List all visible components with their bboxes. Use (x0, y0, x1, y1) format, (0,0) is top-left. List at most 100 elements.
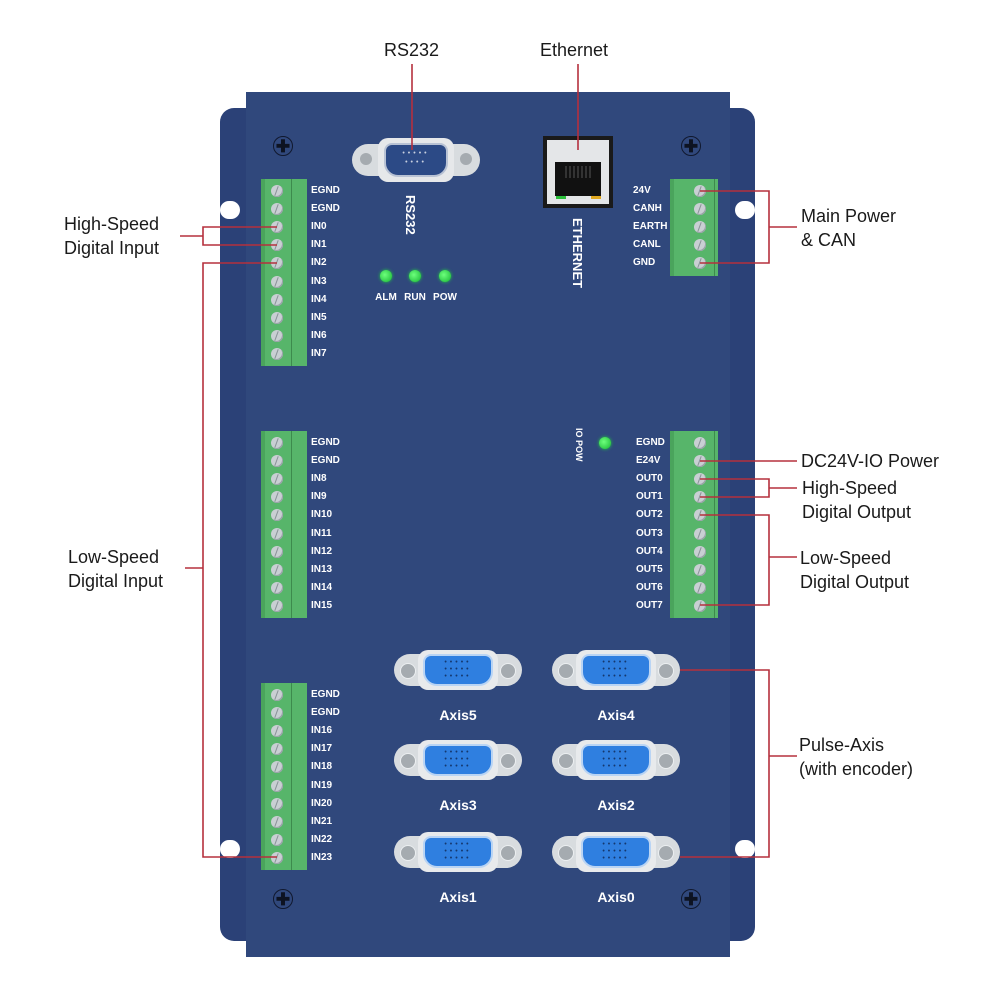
ethernet-port[interactable] (543, 136, 613, 208)
terminal-pin-label: EGND (311, 455, 340, 467)
terminal-screw-icon[interactable] (694, 527, 706, 540)
terminal-pin-label: IN13 (311, 563, 333, 575)
callout-line-1: Low-Speed (800, 548, 892, 568)
terminal-pin-label: IN12 (311, 545, 333, 557)
pow-led (439, 270, 451, 282)
terminal-pin-label: EGND (311, 203, 340, 215)
callout-line-2: Digital Output (802, 502, 912, 522)
terminal-screw-icon[interactable] (271, 815, 283, 828)
ethernet-callout: Ethernet (540, 40, 609, 60)
terminal-screw-icon[interactable] (694, 185, 706, 198)
terminal-screw-icon[interactable] (694, 599, 706, 612)
terminal-pin-label: IN8 (311, 473, 327, 485)
mounting-slot (220, 201, 240, 219)
terminal-pin-label: CANH (633, 203, 662, 215)
terminal-screw-icon[interactable] (271, 779, 283, 792)
alm-led (380, 270, 392, 282)
screw-hole (558, 753, 574, 769)
terminal-screw-icon[interactable] (271, 329, 283, 342)
run-led-label: RUN (404, 292, 426, 303)
low-speed-output-callout: Low-Speed Digital Output (800, 546, 909, 594)
terminal-pin-label: IN21 (311, 815, 333, 827)
terminal-pin-label: IN16 (311, 725, 333, 737)
terminal-divider (714, 179, 715, 276)
terminal-screw-icon[interactable] (271, 851, 283, 864)
callout-line-2: & CAN (801, 230, 857, 250)
terminal-screw-icon[interactable] (271, 833, 283, 846)
terminal-screw-icon[interactable] (694, 581, 706, 594)
terminal-pin-label: IN11 (311, 527, 332, 539)
connector-pins: ••••••••••••••• (602, 659, 630, 680)
axis-connector-axis1[interactable]: ••••••••••••••• (394, 832, 522, 872)
screw-hole (360, 153, 372, 165)
screw-icon: ✚ (681, 889, 701, 909)
terminal-screw-icon[interactable] (271, 599, 283, 612)
callout-line-1: High-Speed (802, 478, 898, 498)
ethernet-socket (555, 162, 601, 196)
terminal-screw-icon[interactable] (271, 797, 283, 810)
connector-pins: ••••••••••••••• (444, 749, 472, 770)
terminal-screw-icon[interactable] (271, 311, 283, 324)
pow-led-label: POW (433, 292, 457, 303)
controller-body (246, 92, 730, 957)
callout-line-2: Digital Input (68, 571, 164, 591)
terminal-screw-icon[interactable] (271, 185, 283, 198)
callout-line-1: Main Power (801, 206, 897, 226)
terminal-divider (291, 179, 292, 366)
terminal-pin-label: OUT6 (636, 581, 663, 593)
terminal-pin-label: EGND (311, 707, 340, 719)
terminal-pin-label: IN23 (311, 851, 333, 863)
connector-face (581, 744, 651, 776)
callout-line-1: High-Speed (64, 214, 160, 234)
terminal-block-body (261, 683, 307, 870)
terminal-screw-icon[interactable] (271, 545, 283, 558)
axis-connector-axis3[interactable]: ••••••••••••••• (394, 740, 522, 780)
terminal-pin-label: IN7 (311, 347, 327, 359)
low-speed-input-callout: Low-Speed Digital Input (68, 545, 163, 593)
terminal-screw-icon[interactable] (271, 563, 283, 576)
axis-label: Axis0 (597, 889, 635, 905)
terminal-screw-icon[interactable] (271, 527, 283, 540)
axis-connector-axis5[interactable]: ••••••••••••••• (394, 650, 522, 690)
connector-pins: ••••••••••••••• (444, 659, 472, 680)
terminal-screw-icon[interactable] (271, 689, 283, 702)
terminal-screw-icon[interactable] (271, 203, 283, 216)
mounting-slot (735, 201, 755, 219)
terminal-pin-label: IN15 (311, 599, 333, 611)
ethernet-activity-led (591, 196, 601, 199)
terminal-pin-label: IN0 (311, 221, 327, 233)
terminal-pin-label: OUT3 (636, 527, 663, 539)
io-pow-led (599, 437, 611, 449)
terminal-screw-icon[interactable] (271, 347, 283, 360)
axis-connector-axis4[interactable]: ••••••••••••••• (552, 650, 680, 690)
rs232-connector[interactable]: ••••••••• (352, 138, 480, 182)
terminal-screw-icon[interactable] (694, 563, 706, 576)
terminal-pin-label: EGND (636, 437, 665, 449)
axis-connector-axis0[interactable]: ••••••••••••••• (552, 832, 680, 872)
terminal-screw-icon[interactable] (271, 293, 283, 306)
terminal-block-body (261, 431, 307, 618)
connector-face (581, 836, 651, 868)
terminal-pin-label: OUT1 (636, 491, 663, 503)
connector-face (423, 744, 493, 776)
axis-label: Axis2 (597, 797, 635, 813)
high-speed-input-callout: High-Speed Digital Input (64, 212, 159, 260)
screw-hole (500, 845, 516, 861)
screw-hole (658, 663, 674, 679)
screw-hole (658, 753, 674, 769)
terminal-pin-label: IN1 (311, 239, 327, 251)
terminal-screw-icon[interactable] (694, 545, 706, 558)
high-speed-output-callout: High-Speed Digital Output (802, 476, 911, 524)
axis-connector-axis2[interactable]: ••••••••••••••• (552, 740, 680, 780)
terminal-screw-icon[interactable] (271, 437, 283, 450)
main-power-can-callout: Main Power & CAN (801, 204, 896, 252)
screw-hole (500, 663, 516, 679)
terminal-screw-icon[interactable] (694, 437, 706, 450)
ethernet-port-label: ETHERNET (570, 218, 585, 289)
terminal-screw-icon[interactable] (271, 275, 283, 288)
run-led (409, 270, 421, 282)
callout-line-1: Low-Speed (68, 547, 160, 567)
terminal-divider (714, 431, 715, 618)
terminal-screw-icon[interactable] (271, 581, 283, 594)
axis-label: Axis5 (439, 707, 477, 723)
